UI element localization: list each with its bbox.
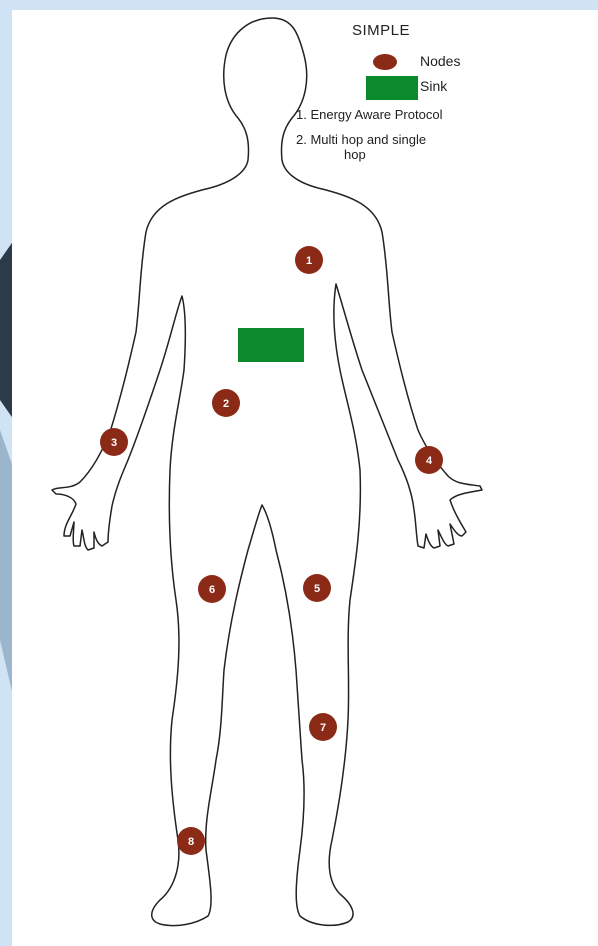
node-6: 6 bbox=[198, 575, 226, 603]
node-5: 5 bbox=[303, 574, 331, 602]
node-3-label: 3 bbox=[111, 437, 117, 449]
node-1: 1 bbox=[295, 246, 323, 274]
legend-title: SIMPLE bbox=[352, 22, 410, 39]
node-7-label: 7 bbox=[320, 722, 326, 734]
legend-item-energy-aware: 1. Energy Aware Protocol bbox=[296, 107, 442, 122]
legend-sink-label: Sink bbox=[420, 78, 447, 94]
node-8: 8 bbox=[177, 827, 205, 855]
node-8-label: 8 bbox=[188, 836, 194, 848]
node-3: 3 bbox=[100, 428, 128, 456]
node-2: 2 bbox=[212, 389, 240, 417]
node-7: 7 bbox=[309, 713, 337, 741]
legend-item-multi-hop-line1: 2. Multi hop and single bbox=[296, 132, 426, 147]
node-2-label: 2 bbox=[223, 398, 229, 410]
node-4-label: 4 bbox=[426, 455, 433, 467]
legend-nodes-label: Nodes bbox=[420, 53, 460, 69]
node-6-label: 6 bbox=[209, 584, 215, 596]
sink-marker bbox=[238, 328, 304, 362]
legend-item-multi-hop-line2: hop bbox=[296, 147, 496, 162]
legend-node-symbol bbox=[373, 54, 397, 70]
legend-item-multi-hop: 2. Multi hop and single hop bbox=[296, 132, 496, 162]
node-5-label: 5 bbox=[314, 583, 320, 595]
node-1-label: 1 bbox=[306, 255, 312, 267]
legend-sink-symbol bbox=[366, 76, 418, 100]
node-4: 4 bbox=[415, 446, 443, 474]
